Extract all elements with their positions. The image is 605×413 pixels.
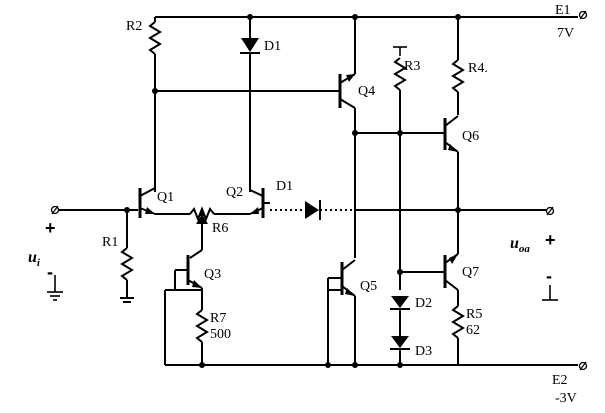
resistor-r1: [120, 210, 134, 303]
terminal-input: [50, 205, 60, 215]
resistor-r4: [451, 17, 465, 115]
terminal-e1: [578, 10, 588, 20]
label-r4: R4.: [468, 61, 488, 76]
label-r5: R5: [466, 307, 482, 322]
terminal-output: [545, 206, 555, 216]
positive-rail: [155, 14, 578, 20]
resistor-r3: [393, 46, 407, 290]
label-q3: Q3: [204, 267, 221, 282]
transistor-q3: [164, 249, 203, 365]
transistor-q7: [400, 210, 459, 291]
label-q1: Q1: [157, 190, 174, 205]
resistor-r5: [451, 290, 465, 365]
label-q4: Q4: [358, 84, 375, 99]
label-q7: Q7: [462, 265, 479, 280]
labels: R2 D1 Q4 R3 R4. Q6 Q1 Q2 D1 R6 R1 Q3 R7 …: [28, 3, 577, 406]
output-plus: +: [545, 230, 556, 250]
label-q2: Q2: [226, 185, 243, 200]
label-q5: Q5: [360, 279, 377, 294]
label-e1-value: 7V: [557, 26, 574, 41]
output-label: uoa: [510, 235, 530, 255]
diode-d1-top: [240, 17, 260, 192]
label-r2: R2: [126, 19, 142, 34]
transistor-q5: [327, 210, 356, 365]
resistor-r6: [189, 206, 250, 250]
diode-d2: [390, 296, 410, 336]
label-e1: E1: [555, 3, 571, 18]
input-label: ui: [28, 249, 41, 269]
label-d1-bias: D1: [276, 179, 293, 194]
label-e2-value: -3V: [555, 391, 577, 406]
label-r1: R1: [102, 235, 118, 250]
label-q6: Q6: [462, 129, 479, 144]
transistor-q1: [138, 185, 190, 218]
label-r6: R6: [212, 221, 228, 236]
resistor-r7: [195, 288, 209, 365]
label-r7: R7: [210, 311, 226, 326]
ground-symbol-output: [542, 285, 558, 301]
label-d3: D3: [415, 344, 432, 359]
label-d2: D2: [415, 296, 432, 311]
label-r3: R3: [404, 59, 420, 74]
diode-d1-bias: [270, 200, 355, 220]
ground-symbol-input: [47, 275, 63, 301]
transistor-q4: [338, 17, 358, 210]
transistor-q6: [443, 115, 459, 210]
resistor-r2: [148, 17, 162, 192]
label-r7-value: 500: [210, 327, 231, 342]
label-e2: E2: [552, 373, 568, 388]
negative-rail: [165, 362, 578, 368]
label-r5-value: 62: [466, 323, 480, 338]
label-d1-top: D1: [264, 39, 281, 54]
diode-d3: [390, 336, 410, 365]
output-minus: -: [546, 266, 552, 286]
output-line: [355, 207, 546, 213]
terminal-e2: [578, 361, 588, 371]
input-plus: +: [45, 218, 56, 238]
input-minus: -: [47, 262, 53, 282]
transistor-q2: [249, 188, 270, 218]
